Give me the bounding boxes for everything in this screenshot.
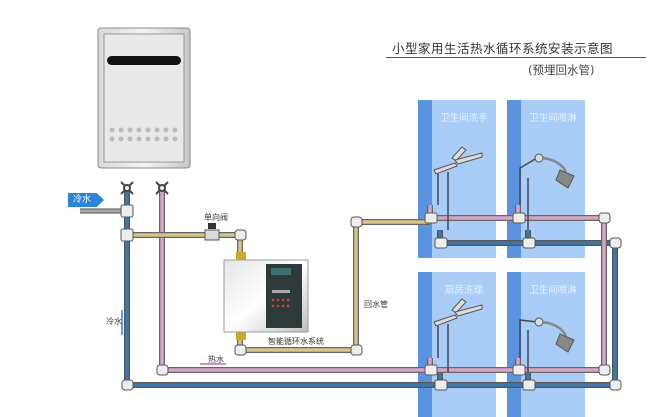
diagram-title: 小型家用生活热水循环系统安装示意图 bbox=[392, 41, 614, 56]
room-edge bbox=[418, 272, 432, 417]
hot-water-flow-label: 热水 bbox=[208, 355, 224, 364]
return-pipe-label: 回水管 bbox=[364, 300, 388, 309]
room-label: 卫生间喷淋 bbox=[529, 113, 577, 124]
room-edge bbox=[507, 272, 521, 417]
cold-water-inlet-tag: 冷水 bbox=[68, 193, 104, 207]
heater-vents bbox=[109, 127, 178, 142]
check-valve-label: 单向阀 bbox=[204, 213, 228, 222]
cold-water-flow-label: 冷水 bbox=[106, 317, 122, 326]
check-valve-icon bbox=[204, 223, 220, 241]
heater-valve-icons bbox=[120, 181, 169, 195]
faucet-icon bbox=[433, 146, 483, 230]
circulation-pump bbox=[223, 252, 309, 340]
diagram-subtitle: (预埋回水管) bbox=[528, 63, 595, 77]
pipe-elbows bbox=[120, 204, 622, 391]
shower-head-icon bbox=[519, 153, 575, 230]
heater-display-slot bbox=[107, 56, 181, 65]
water-heater bbox=[97, 27, 191, 169]
room-label: 厨房洗理 bbox=[444, 285, 483, 296]
shower-head-icon bbox=[519, 317, 575, 372]
room-label: 卫生间喷淋 bbox=[529, 285, 577, 296]
title-underline bbox=[386, 57, 646, 58]
faucet-icon bbox=[433, 298, 483, 372]
room-label: 卫生间洗手 bbox=[440, 113, 488, 124]
circulation-unit-label: 智能循环水系统 bbox=[268, 337, 324, 346]
room-kitchen-sink: 厨房洗理 bbox=[418, 272, 496, 417]
